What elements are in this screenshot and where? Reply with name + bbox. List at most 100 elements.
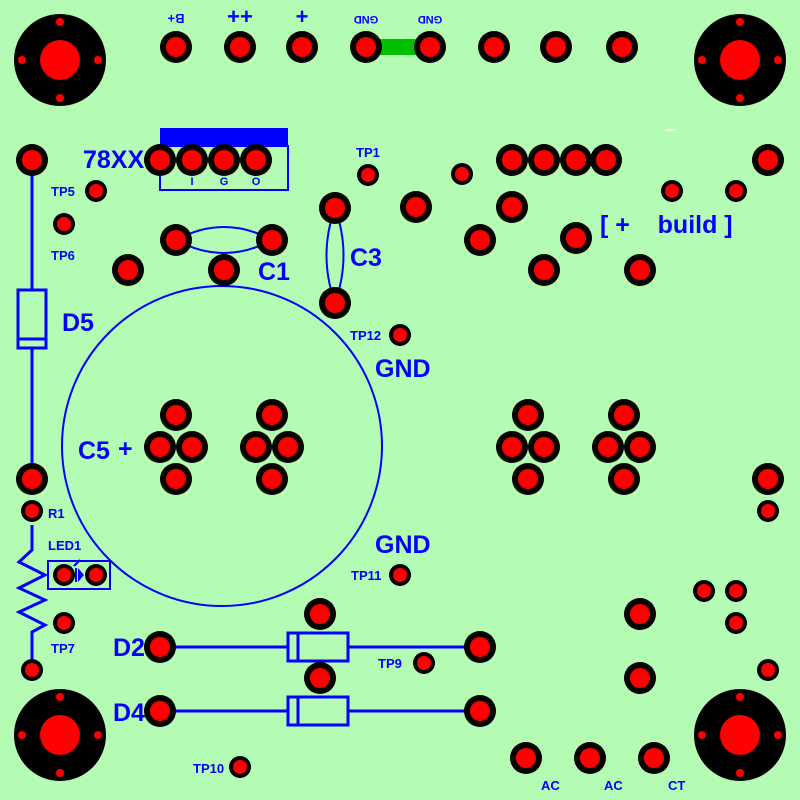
mounting-hole-top-left bbox=[14, 14, 106, 106]
pad bbox=[496, 144, 528, 176]
silkscreen bbox=[15, 128, 676, 727]
pad bbox=[528, 431, 560, 463]
pad bbox=[229, 756, 251, 778]
pad bbox=[16, 463, 48, 495]
label-gnd-upper: GND bbox=[375, 355, 431, 383]
pad bbox=[160, 224, 192, 256]
label-tp12: TP12 bbox=[350, 328, 381, 343]
pad bbox=[286, 31, 318, 63]
pad bbox=[752, 463, 784, 495]
mounting-hole-bottom-left bbox=[14, 689, 106, 781]
label-c1: C1 bbox=[258, 258, 290, 286]
gnd-jumper bbox=[366, 39, 430, 55]
pad bbox=[21, 659, 43, 681]
mounting-hole-bottom-right bbox=[694, 689, 786, 781]
pad bbox=[319, 192, 351, 224]
pad bbox=[528, 144, 560, 176]
label-tp6: TP6 bbox=[51, 248, 75, 263]
pad bbox=[256, 463, 288, 495]
pad bbox=[85, 180, 107, 202]
pad bbox=[638, 742, 670, 774]
pad bbox=[606, 31, 638, 63]
mounting-holes bbox=[14, 14, 786, 781]
pad bbox=[160, 399, 192, 431]
pad bbox=[757, 500, 779, 522]
pad bbox=[624, 598, 656, 630]
pad bbox=[389, 324, 411, 346]
label-reg-g: G bbox=[220, 176, 229, 188]
pad bbox=[725, 180, 747, 202]
pad bbox=[256, 224, 288, 256]
pad bbox=[624, 662, 656, 694]
label-ac-left: AC bbox=[541, 778, 560, 793]
pad bbox=[144, 631, 176, 663]
pad bbox=[144, 695, 176, 727]
label-tp7: TP7 bbox=[51, 641, 75, 656]
pad bbox=[464, 631, 496, 663]
label-reg-i: I bbox=[190, 176, 193, 188]
pad bbox=[224, 31, 256, 63]
label-gnd-1: GND bbox=[354, 13, 379, 25]
label-tp11: TP11 bbox=[351, 568, 381, 583]
pad bbox=[608, 463, 640, 495]
pad bbox=[304, 598, 336, 630]
c5-outline bbox=[61, 285, 383, 607]
label-d4: D4 bbox=[113, 699, 145, 727]
pad bbox=[240, 431, 272, 463]
pad bbox=[757, 659, 779, 681]
pad bbox=[208, 254, 240, 286]
label-r1: R1 bbox=[48, 506, 65, 521]
label-b-plus: B+ bbox=[167, 11, 184, 26]
label-d2: D2 bbox=[113, 634, 145, 662]
label-plus-plus: ++ bbox=[227, 4, 253, 29]
label-tp1: TP1 bbox=[356, 145, 380, 160]
label-tp10: TP10 bbox=[193, 761, 224, 776]
pad bbox=[414, 31, 446, 63]
pad bbox=[624, 431, 656, 463]
pad bbox=[624, 254, 656, 286]
label-build: [ + build ] bbox=[600, 211, 733, 239]
labels: B+ ++ + GND GND 78XX I G O C1 C3 D5 C5 +… bbox=[48, 4, 733, 793]
pad bbox=[693, 580, 715, 602]
pad bbox=[661, 180, 683, 202]
pad bbox=[319, 287, 351, 319]
pad bbox=[208, 144, 240, 176]
label-ac-right: AC bbox=[604, 778, 623, 793]
pad bbox=[528, 254, 560, 286]
pad bbox=[512, 463, 544, 495]
label-ct: CT bbox=[668, 778, 685, 793]
pad bbox=[256, 399, 288, 431]
pad bbox=[464, 224, 496, 256]
pad bbox=[560, 222, 592, 254]
label-gnd-2: GND bbox=[418, 13, 443, 25]
pad bbox=[725, 580, 747, 602]
pad bbox=[21, 500, 43, 522]
pad bbox=[400, 191, 432, 223]
pad bbox=[176, 144, 208, 176]
label-led1: LED1 bbox=[48, 538, 81, 553]
label-78xx: 78XX bbox=[83, 146, 144, 174]
pad bbox=[272, 431, 304, 463]
pad bbox=[510, 742, 542, 774]
pad bbox=[451, 163, 473, 185]
pad bbox=[112, 254, 144, 286]
pad bbox=[357, 164, 379, 186]
label-c5: C5 bbox=[78, 437, 110, 465]
pad bbox=[160, 31, 192, 63]
pad bbox=[53, 612, 75, 634]
label-reg-o: O bbox=[252, 176, 261, 188]
pad bbox=[496, 431, 528, 463]
r1-outline bbox=[15, 525, 49, 670]
pad bbox=[240, 144, 272, 176]
regulator-tab bbox=[160, 128, 288, 146]
pad bbox=[389, 564, 411, 586]
pad bbox=[574, 742, 606, 774]
label-c5-plus: + bbox=[118, 435, 133, 463]
pad bbox=[144, 144, 176, 176]
pad bbox=[304, 662, 336, 694]
pad bbox=[608, 399, 640, 431]
pad bbox=[590, 144, 622, 176]
label-plus: + bbox=[296, 4, 309, 29]
